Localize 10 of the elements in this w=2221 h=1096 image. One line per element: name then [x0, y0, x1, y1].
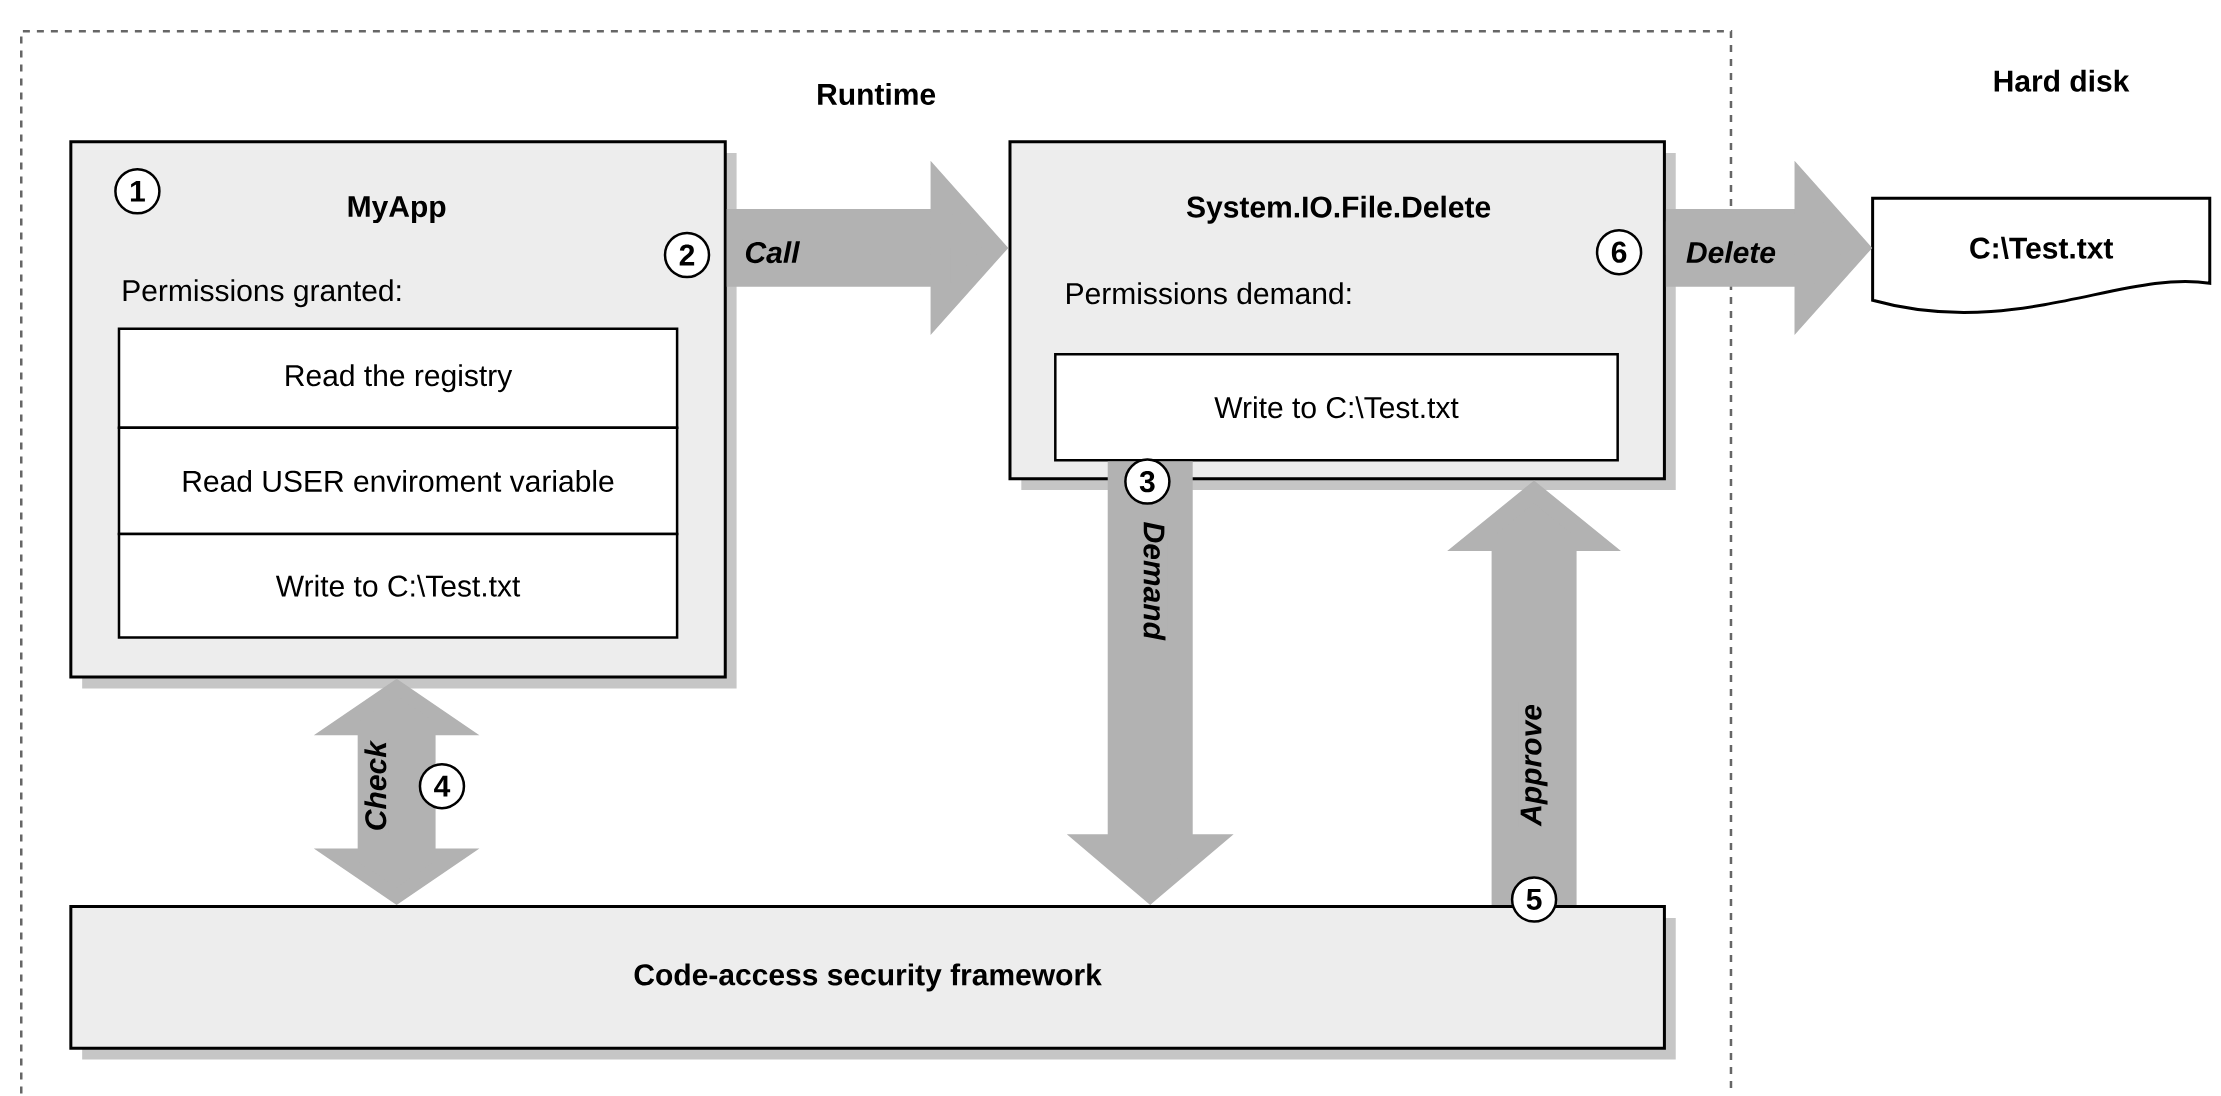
- edge-label: Delete: [1683, 239, 1778, 266]
- box-title: Runtime: [818, 82, 936, 105]
- callout-number: 5: [1510, 876, 1558, 923]
- box-title: C:\Test.txt: [1970, 236, 2114, 260]
- callout-number: 4: [418, 762, 466, 810]
- edge-label: Call: [742, 239, 802, 266]
- edge-label: Approve: [1518, 702, 1550, 828]
- heading: Hard disk: [1994, 69, 2130, 92]
- edge-label: Demand: [1141, 519, 1168, 642]
- edge-label: Check: [362, 739, 389, 834]
